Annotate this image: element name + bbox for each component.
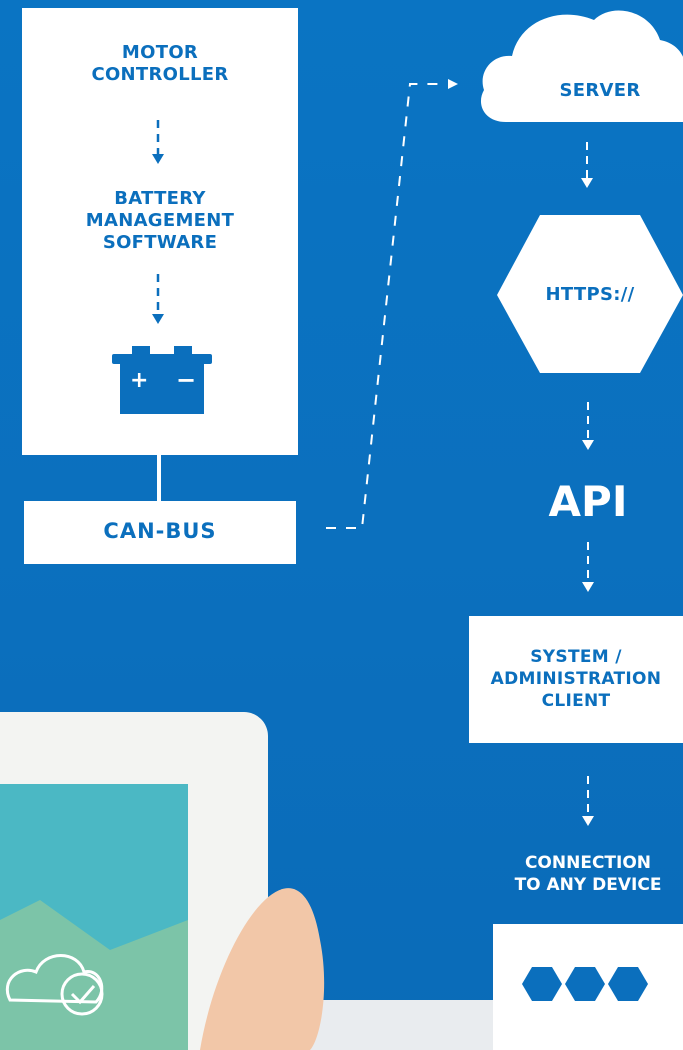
device-dot (565, 967, 605, 1001)
arrow-api-to-client (582, 542, 594, 592)
connector-line (157, 455, 161, 501)
hexagon-icon (497, 215, 683, 373)
api-label: API (548, 477, 628, 526)
arrow-https-to-api (582, 402, 594, 450)
arrow-canbus-to-server (326, 79, 458, 529)
battery-minus-sign: − (176, 366, 197, 394)
connection-label: CONNECTION TO ANY DEVICE (514, 853, 662, 895)
https-label: HTTPS:// (545, 284, 635, 305)
tablet-illustration (0, 712, 520, 1050)
canbus-label: CAN-BUS (103, 519, 217, 543)
check-icon (60, 972, 104, 1016)
motor-controller-label: MOTOR CONTROLLER (91, 42, 229, 85)
arrow-server-to-https (581, 142, 593, 188)
device-dot (608, 967, 648, 1001)
arrow-motor-to-battery-mgmt (152, 120, 164, 164)
battery-icon: + − (112, 346, 212, 414)
system-client-box (469, 616, 683, 743)
cloud-icon (480, 10, 683, 122)
battery-management-label: BATTERY MANAGEMENT SOFTWARE (85, 188, 235, 253)
canbus-box (24, 501, 296, 564)
arrow-battery-mgmt-to-battery (152, 274, 164, 324)
system-client-label: SYSTEM / ADMINISTRATION CLIENT (490, 647, 662, 711)
battery-plus-sign: + (130, 368, 149, 393)
device-dot (522, 967, 562, 1001)
arrow-client-to-connection (582, 776, 594, 826)
server-label: SERVER (559, 80, 641, 101)
